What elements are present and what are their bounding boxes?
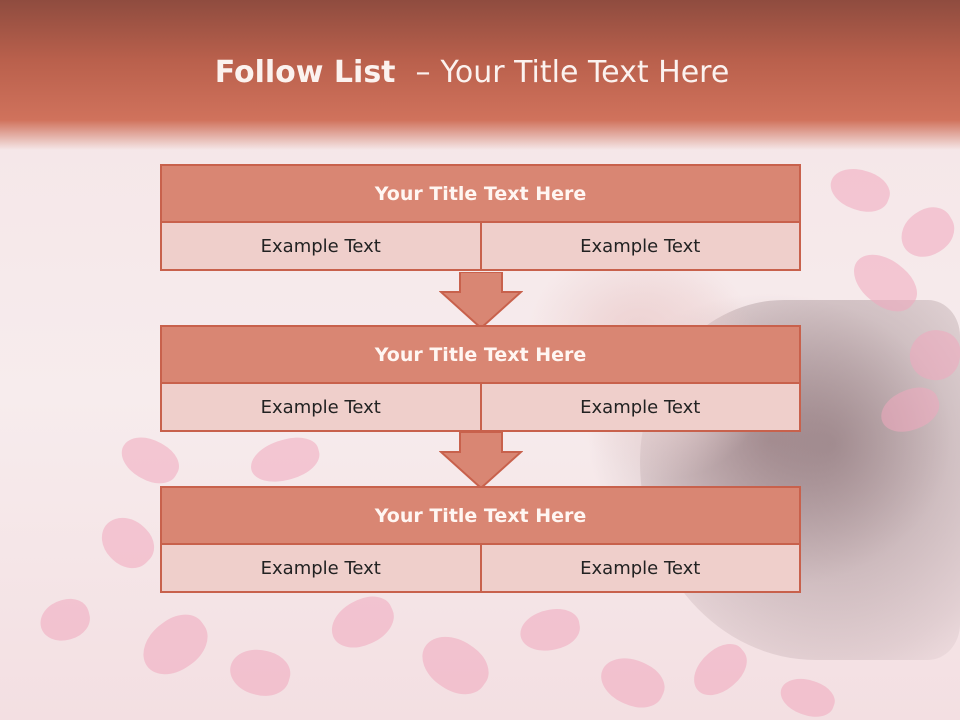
- rose-petal: [35, 594, 95, 646]
- header-band: [0, 0, 960, 150]
- rose-petal: [516, 605, 584, 655]
- rose-petal: [225, 643, 295, 702]
- block-title: Your Title Text Here: [162, 327, 799, 384]
- slide-title-rest: Your Title Text Here: [440, 55, 730, 90]
- block-cell-right: Example Text: [479, 545, 800, 591]
- rose-petal: [246, 431, 324, 489]
- rose-petal: [593, 648, 672, 717]
- down-arrow-icon: [439, 432, 523, 490]
- rose-petal: [775, 671, 840, 720]
- follow-block-3: Your Title Text Here Example Text Exampl…: [160, 486, 801, 593]
- block-row: Example Text Example Text: [162, 223, 799, 269]
- block-cell-left: Example Text: [260, 557, 381, 579]
- block-cell-right: Example Text: [479, 384, 800, 430]
- follow-block-1: Your Title Text Here Example Text Exampl…: [160, 164, 801, 271]
- block-title: Your Title Text Here: [162, 488, 799, 545]
- block-row: Example Text Example Text: [162, 545, 799, 591]
- rose-petal: [114, 427, 186, 493]
- down-arrow-icon: [439, 272, 523, 330]
- block-cell-right: Example Text: [479, 223, 800, 269]
- block-cell-left: Example Text: [260, 396, 381, 418]
- rose-petal: [892, 199, 960, 266]
- follow-block-2: Your Title Text Here Example Text Exampl…: [160, 325, 801, 432]
- rose-petal: [411, 624, 499, 706]
- slide-title-separator: –: [415, 55, 431, 90]
- block-cell-left: Example Text: [260, 235, 381, 257]
- block-row: Example Text Example Text: [162, 384, 799, 430]
- rose-petal: [131, 604, 219, 686]
- slide-title: Follow List–Your Title Text Here: [0, 55, 944, 90]
- rose-petal: [323, 588, 402, 657]
- rose-petal: [92, 507, 163, 578]
- block-title: Your Title Text Here: [162, 166, 799, 223]
- slide-title-bold: Follow List: [214, 55, 396, 90]
- rose-petal: [684, 635, 756, 705]
- rose-petal: [824, 160, 896, 220]
